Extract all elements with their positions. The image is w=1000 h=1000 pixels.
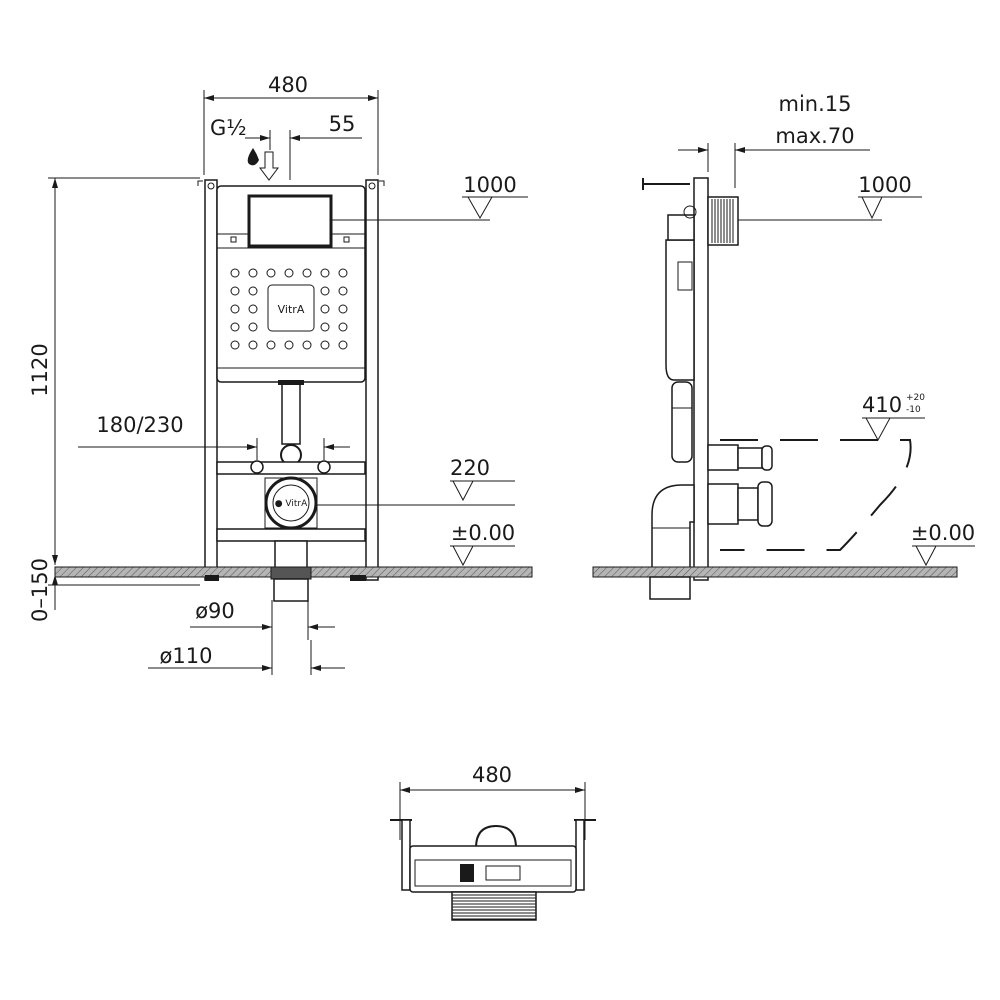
vent-hole bbox=[266, 268, 276, 278]
vent-hole bbox=[266, 340, 276, 350]
side-cistern bbox=[665, 239, 695, 381]
vent-hole bbox=[320, 340, 330, 350]
vent-hole bbox=[320, 268, 330, 278]
vent-hole bbox=[320, 322, 330, 332]
vent-hole bbox=[248, 322, 258, 332]
vent-hole bbox=[248, 268, 258, 278]
flush-pipe bbox=[281, 381, 301, 445]
bowl-height-label: 410 bbox=[862, 393, 902, 417]
bowl-tolerance-plus: +20 bbox=[906, 393, 925, 403]
bowl-outline bbox=[720, 439, 912, 551]
top-view: 480 bbox=[390, 763, 596, 921]
vent-hole bbox=[248, 340, 258, 350]
frame-right-post bbox=[365, 179, 379, 581]
front-actuator-height-label: 1000 bbox=[463, 173, 516, 197]
vent-holes bbox=[230, 268, 348, 350]
vent-hole bbox=[338, 286, 348, 296]
pipe-d110-label: ø110 bbox=[160, 644, 213, 668]
vent-hole bbox=[284, 340, 294, 350]
inlet-offset-label: 55 bbox=[329, 112, 356, 136]
vent-hole bbox=[320, 286, 330, 296]
vent-hole bbox=[248, 304, 258, 314]
top-cistern bbox=[409, 845, 577, 893]
vent-hole bbox=[338, 304, 348, 314]
vent-hole bbox=[302, 340, 312, 350]
vent-hole bbox=[230, 286, 240, 296]
bowl-tolerance-minus: -10 bbox=[906, 405, 921, 415]
vent-hole bbox=[230, 322, 240, 332]
outlet-height-label: 220 bbox=[450, 456, 490, 480]
floor-adjust-label: 0–150 bbox=[28, 558, 52, 622]
actuator-opening bbox=[247, 194, 333, 248]
vent-hole bbox=[338, 340, 348, 350]
vent-hole bbox=[230, 340, 240, 350]
side-floor bbox=[592, 566, 958, 578]
vent-hole bbox=[248, 286, 258, 296]
vent-hole bbox=[302, 268, 312, 278]
side-frame-post bbox=[693, 177, 709, 581]
vent-hole bbox=[284, 268, 294, 278]
vent-hole bbox=[230, 268, 240, 278]
brand-logo: VitrA bbox=[278, 303, 305, 316]
frame-height-label: 1120 bbox=[28, 343, 52, 396]
inlet-label: G½ bbox=[210, 116, 247, 140]
front-width-label: 480 bbox=[268, 73, 308, 97]
front-floor-level-label: ±0.00 bbox=[451, 521, 515, 545]
front-view: 480 G½ 55 1120 VitrA 1000 bbox=[28, 73, 533, 675]
vent-hole bbox=[338, 268, 348, 278]
vent-hole bbox=[320, 304, 330, 314]
vent-hole bbox=[230, 304, 240, 314]
outlet-logo: ● VitrA bbox=[275, 499, 308, 509]
pipe-d90-label: ø90 bbox=[195, 599, 235, 623]
vent-hole bbox=[338, 322, 348, 332]
inlet-arrow-icon bbox=[259, 151, 279, 181]
min-depth-label: min.15 bbox=[779, 92, 852, 116]
water-drop-icon bbox=[247, 148, 259, 166]
frame-left-post bbox=[204, 179, 218, 581]
side-floor-level-label: ±0.00 bbox=[911, 521, 975, 545]
drain-pipe bbox=[274, 540, 308, 570]
cistern bbox=[216, 185, 366, 383]
max-depth-label: max.70 bbox=[775, 124, 854, 148]
side-actuator-height-label: 1000 bbox=[858, 173, 911, 197]
drain-elbow bbox=[651, 484, 695, 576]
fixing-spacing-label: 180/230 bbox=[96, 413, 183, 437]
side-view: min.15 max.70 1000 410 +20 -10 bbox=[592, 92, 975, 600]
top-width-label: 480 bbox=[472, 763, 512, 787]
